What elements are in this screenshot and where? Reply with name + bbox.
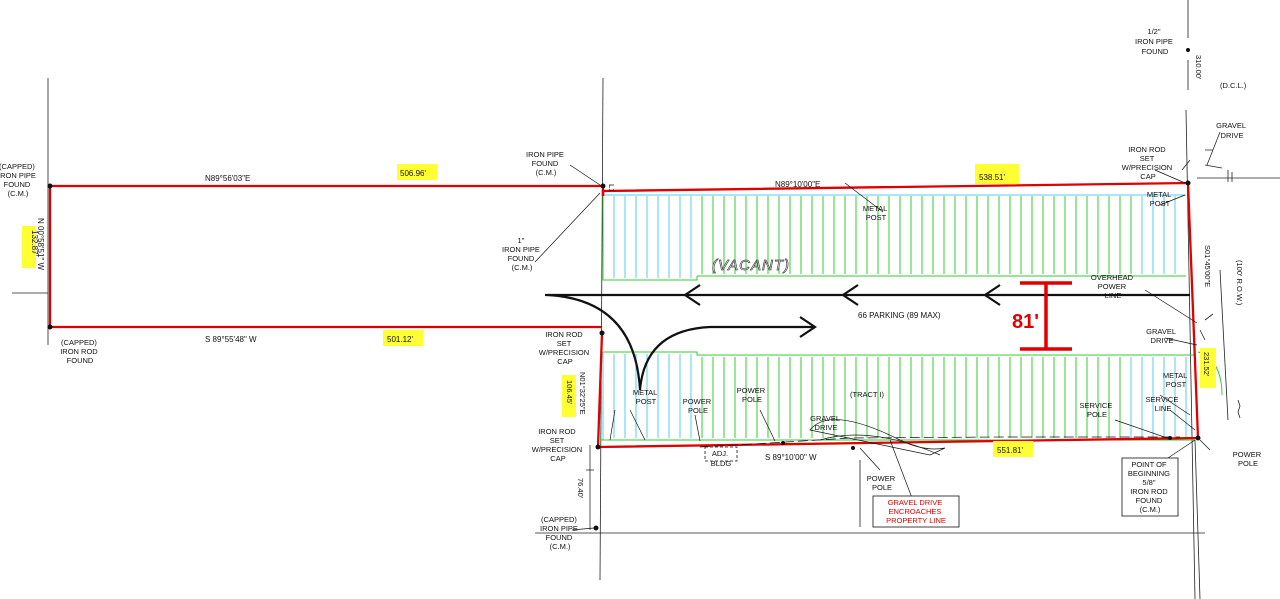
gravel-drive-south-label: GRAVEL DRIVE bbox=[810, 414, 842, 432]
capped-rod-west-label: (CAPPED) IRON ROD FOUND bbox=[60, 338, 100, 365]
metal-post-ne-label: METAL POST bbox=[1147, 190, 1173, 208]
gravel-drive-ne-label: GRAVEL DRIVE bbox=[1216, 121, 1248, 140]
encroachment-note: GRAVEL DRIVE ENCROACHES PROPERTY LINE bbox=[886, 498, 946, 525]
dim-310: 310.00' bbox=[1194, 55, 1203, 80]
mid-line-distance: 106.45' bbox=[565, 380, 574, 405]
service-pole-label: SERVICE POLE bbox=[1080, 401, 1115, 419]
adjoiner-linework bbox=[12, 0, 1280, 599]
gravel-drive-east-label: GRAVEL DRIVE bbox=[1146, 327, 1178, 345]
north-west-distance: 506.96' bbox=[400, 169, 426, 178]
aisle-width-text: 81' bbox=[1012, 311, 1039, 333]
service-line-label: SERVICE LINE bbox=[1146, 395, 1181, 413]
aisle-width-callout bbox=[1020, 281, 1072, 351]
east-line-distance: 231.52' bbox=[1202, 352, 1211, 377]
power-pole-3-label: POWER POLE bbox=[867, 474, 897, 492]
south-west-distance: 501.12' bbox=[387, 335, 413, 344]
adj-bldg-label: ADJ. BLDG bbox=[711, 449, 732, 468]
point-of-beginning-label: POINT OF BEGINNING 5/8" IRON ROD FOUND (… bbox=[1128, 460, 1172, 514]
one-inch-pipe-label: 1" IRON PIPE FOUND (C.M.) bbox=[502, 236, 542, 272]
south-east-bearing: S 89°10'00" W bbox=[765, 453, 817, 462]
parking-count-label: 66 PARKING (89 MAX) bbox=[858, 311, 941, 320]
survey-monuments bbox=[47, 48, 1201, 531]
iron-rod-set-mid-label: IRON ROD SET W/PRECISION CAP bbox=[539, 330, 592, 366]
capped-pipe-south-label: (CAPPED) IRON PIPE FOUND (C.M.) bbox=[540, 515, 580, 551]
leader-lines bbox=[534, 131, 1221, 531]
dcl-label: (D.C.L.) bbox=[1220, 81, 1247, 90]
power-pole-1-label: POWER POLE bbox=[683, 397, 713, 415]
dim-7640: 76.40' bbox=[576, 478, 585, 499]
parking-row-outlines bbox=[600, 194, 1195, 441]
mid-line-bearing: N01°32'25"E bbox=[578, 372, 587, 415]
parking-stall-lines bbox=[613, 196, 1187, 438]
south-west-bearing: S 89°55'48" W bbox=[205, 335, 257, 344]
overhead-power-label: OVERHEAD POWER LINE bbox=[1091, 273, 1135, 300]
iron-rod-set-sw-label: IRON ROD SET W/PRECISION CAP bbox=[532, 427, 585, 463]
l1-label: L1 bbox=[607, 184, 616, 192]
tract-label: (TRACT I) bbox=[850, 390, 885, 399]
iron-rod-set-ne-label: IRON ROD SET W/PRECISION CAP bbox=[1122, 145, 1175, 181]
traffic-arrows bbox=[545, 284, 1190, 391]
metal-post-sw-label: METAL POST bbox=[633, 388, 659, 406]
overhead-utility-line bbox=[699, 436, 1180, 448]
power-pole-se-label: POWER POLE bbox=[1233, 450, 1263, 468]
vacant-label: (VACANT) bbox=[712, 257, 790, 274]
adjoining-building-box bbox=[704, 446, 738, 462]
south-east-distance: 551.81' bbox=[997, 446, 1023, 455]
dimension-tick-marks bbox=[586, 445, 594, 530]
east-line-bearing: S01°45'00"E bbox=[1203, 245, 1212, 287]
north-east-distance: 538.51' bbox=[979, 173, 1005, 182]
row-label: (100' R.O.W.) bbox=[1235, 260, 1244, 306]
point-of-beginning-box bbox=[1121, 457, 1179, 517]
distance-highlights bbox=[22, 164, 1216, 457]
metal-post-se-label: METAL POST bbox=[1163, 371, 1189, 389]
half-inch-pipe-label: 1/2" IRON PIPE FOUND bbox=[1135, 27, 1175, 56]
capped-pipe-west-label: (CAPPED) IRON PIPE FOUND (C.M.) bbox=[0, 162, 38, 198]
power-pole-2-label: POWER POLE bbox=[737, 386, 767, 404]
encroachment-note-box bbox=[872, 495, 960, 528]
north-west-bearing: N89°56'03"E bbox=[205, 174, 250, 183]
power-poles bbox=[781, 436, 1172, 450]
north-east-bearing: N89°10'00"E bbox=[775, 180, 820, 189]
west-line-bearing: N 00°58'51" W bbox=[36, 218, 45, 270]
metal-post-top-label: METAL POST bbox=[863, 204, 889, 222]
iron-pipe-found-top-label: IRON PIPE FOUND (C.M.) bbox=[526, 150, 566, 177]
west-line-distance: 132.87' bbox=[30, 230, 39, 256]
